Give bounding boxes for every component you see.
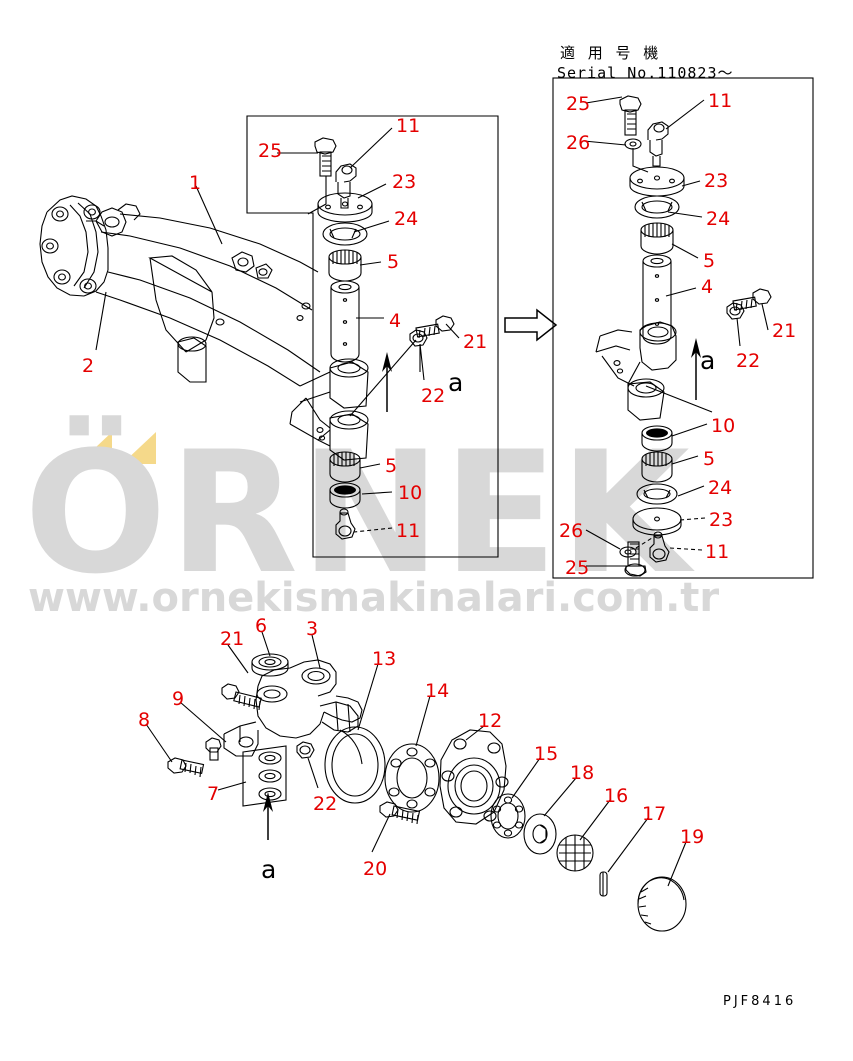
callout-number-5: 5 <box>385 455 398 477</box>
callout-number-25: 25 <box>565 557 590 579</box>
callout-number-1: 1 <box>189 172 202 194</box>
callout-number-10: 10 <box>398 482 423 504</box>
callout-number-23: 23 <box>704 170 729 192</box>
callout-number-26: 26 <box>559 520 584 542</box>
callout-number-5: 5 <box>387 251 400 273</box>
callout-number-23: 23 <box>709 509 734 531</box>
callout-number-15: 15 <box>534 743 559 765</box>
callout-number-7: 7 <box>207 783 220 805</box>
callout-number-13: 13 <box>372 648 397 670</box>
callout-number-11: 11 <box>705 541 730 563</box>
callout-number-18: 18 <box>570 762 595 784</box>
callout-number-23: 23 <box>392 171 417 193</box>
callout-number-19: 19 <box>680 826 705 848</box>
callout-number-25: 25 <box>566 93 591 115</box>
callout-number-21: 21 <box>772 320 797 342</box>
callout-number-6: 6 <box>255 615 268 637</box>
section-mark-a: a <box>261 855 277 884</box>
callout-number-24: 24 <box>706 208 731 230</box>
callout-number-22: 22 <box>736 350 761 372</box>
callout-number-8: 8 <box>138 709 151 731</box>
callout-number-22: 22 <box>421 385 446 407</box>
callout-number-10: 10 <box>711 415 736 437</box>
callout-number-4: 4 <box>701 276 714 298</box>
callout-number-14: 14 <box>425 680 450 702</box>
callout-number-2: 2 <box>82 355 95 377</box>
callout-number-21: 21 <box>463 331 488 353</box>
callout-number-11: 11 <box>396 520 421 542</box>
drawing-code: PJF8416 <box>723 994 797 1009</box>
callout-number-12: 12 <box>478 710 503 732</box>
callout-number-5: 5 <box>703 448 716 470</box>
callout-number-21: 21 <box>220 628 245 650</box>
right-panel-japanese-label: 適 用 号 機 <box>560 44 663 62</box>
callout-number-5: 5 <box>703 250 716 272</box>
callout-number-17: 17 <box>642 803 667 825</box>
section-mark-a: a <box>700 346 716 375</box>
callout-number-24: 24 <box>708 477 733 499</box>
callout-number-11: 11 <box>708 90 733 112</box>
section-mark-a: a <box>448 368 464 397</box>
callout-number-4: 4 <box>389 310 402 332</box>
callout-number-25: 25 <box>258 140 283 162</box>
callout-number-11: 11 <box>396 115 421 137</box>
callout-number-22: 22 <box>313 793 338 815</box>
callout-number-3: 3 <box>306 618 319 640</box>
callout-number-24: 24 <box>394 208 419 230</box>
callout-number-9: 9 <box>172 688 185 710</box>
callout-number-26: 26 <box>566 132 591 154</box>
callout-number-16: 16 <box>604 785 629 807</box>
callout-number-20: 20 <box>363 858 388 880</box>
